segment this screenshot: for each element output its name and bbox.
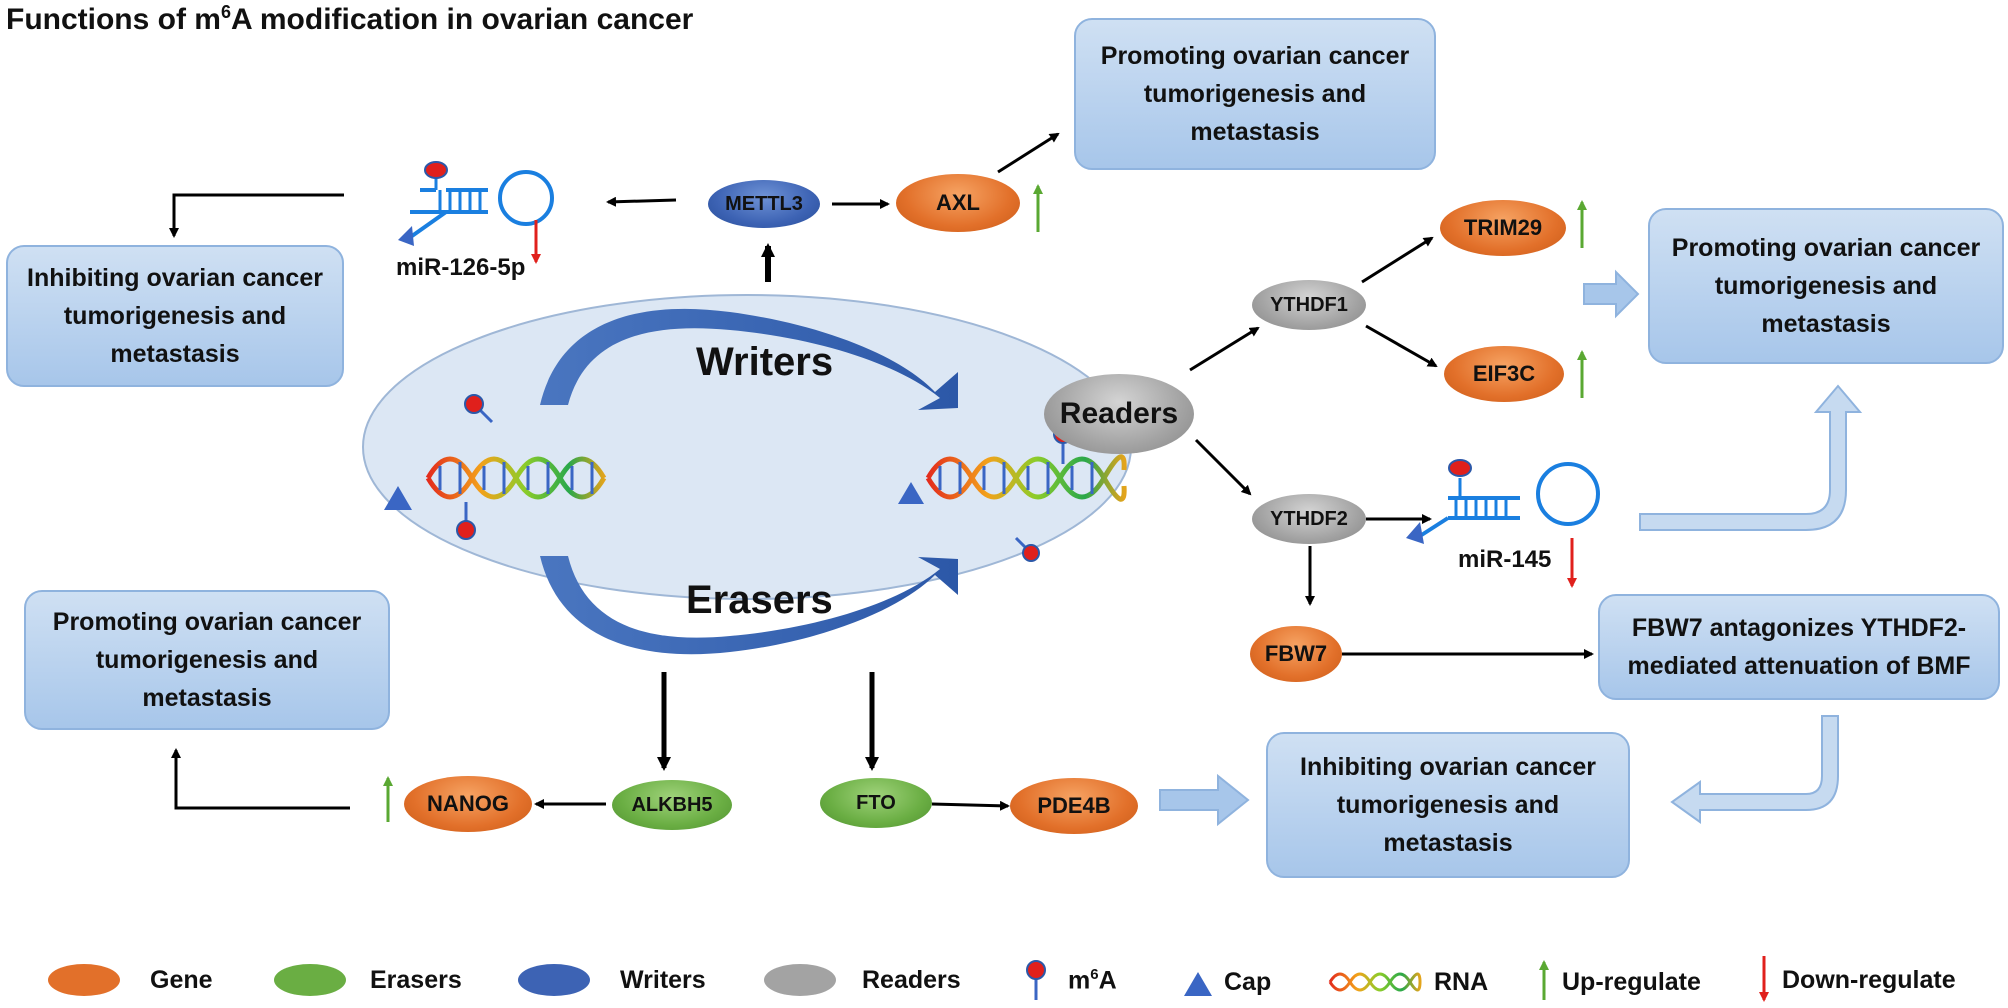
legend-rna-label: RNA [1434, 968, 1489, 996]
box-inhibit-left: Inhibiting ovarian cancer tumorigenesis … [6, 245, 344, 387]
mir145-hairpin-icon [1406, 459, 1600, 544]
legend-eraser-icon [274, 964, 346, 996]
node-ythdf2: YTHDF2 [1252, 494, 1366, 544]
legend-rna-icon [1328, 972, 1422, 992]
legend-cap-icon [1184, 972, 1212, 996]
arrow-fto-pde4b [931, 800, 1010, 811]
arrow-axl-promote [997, 132, 1060, 174]
legend-writers-label: Writers [620, 966, 706, 994]
node-readers: Readers [1044, 374, 1194, 454]
legend-reader-icon [764, 964, 836, 996]
node-eif3c: EIF3C [1444, 346, 1564, 402]
arrow-ythdf1-eif3c [1365, 324, 1438, 368]
diagram-title: Functions of m6A modification in ovarian… [6, 2, 694, 36]
node-pde4b: PDE4B [1010, 778, 1138, 834]
box-fbw7-antagonizes: FBW7 antagonizes YTHDF2-mediated attenua… [1598, 594, 2000, 700]
arrow-nanog-promote [171, 748, 350, 810]
legend-erasers-label: Erasers [370, 966, 462, 994]
node-axl: AXL [896, 174, 1020, 232]
node-trim29: TRIM29 [1440, 200, 1566, 256]
arrow-ythdf1-trim29 [1361, 236, 1434, 284]
rna-strand-left [425, 456, 607, 500]
m6a-pin-right-bottom [1014, 536, 1040, 562]
legend-writer-icon [518, 964, 590, 996]
mir126-label: miR-126-5p [396, 254, 526, 281]
m6a-pin-left-bottom [456, 502, 476, 540]
writers-label: Writers [696, 340, 834, 384]
erasers-label: Erasers [686, 578, 833, 622]
block-arrow-mir145-promote [1639, 384, 1863, 531]
legend-gene-label: Gene [150, 966, 213, 994]
mir126-hairpin-icon [398, 161, 554, 246]
block-arrow-pde4b-inhibit [1159, 773, 1250, 827]
node-alkbh5: ALKBH5 [612, 780, 732, 830]
box-promote-top: Promoting ovarian cancer tumorigenesis a… [1074, 18, 1436, 170]
cap-triangle-right [898, 482, 924, 504]
arrow-readers-ythdf2 [1194, 438, 1252, 496]
m6a-pin-left-top [464, 394, 494, 424]
box-promote-right: Promoting ovarian cancer tumorigenesis a… [1648, 208, 2004, 364]
legend-m6a-icon [1026, 960, 1046, 1000]
node-ythdf1: YTHDF1 [1252, 280, 1366, 330]
node-nanog: NANOG [404, 776, 532, 832]
legend-gene-icon [48, 964, 120, 996]
node-fbw7: FBW7 [1250, 626, 1342, 682]
erasers-curve-arrow [540, 556, 958, 655]
cap-triangle-left [384, 486, 412, 510]
block-arrow-to-promote-right [1583, 269, 1640, 319]
legend-up-label: Up-regulate [1562, 968, 1701, 996]
writers-curve-arrow [540, 308, 958, 410]
rna-strand-right [925, 454, 1127, 502]
box-inhibit-bottom: Inhibiting ovarian cancer tumorigenesis … [1266, 732, 1630, 878]
legend-readers-label: Readers [862, 966, 961, 994]
legend-down-label: Down-regulate [1782, 966, 1956, 994]
arrow-mir126-inhibit [169, 193, 344, 238]
legend-m6a-label: m6A [1068, 966, 1117, 995]
node-fto: FTO [820, 778, 932, 828]
mir145-label: miR-145 [1458, 546, 1552, 573]
node-mettl3: METTL3 [708, 180, 820, 228]
box-promote-left: Promoting ovarian cancer tumorigenesis a… [24, 590, 390, 730]
arrow-mettl3-mir126 [606, 196, 677, 207]
legend-cap-label: Cap [1224, 968, 1272, 996]
block-arrow-fbw7-inhibit [1670, 715, 1839, 824]
arrow-readers-ythdf1 [1189, 326, 1260, 372]
